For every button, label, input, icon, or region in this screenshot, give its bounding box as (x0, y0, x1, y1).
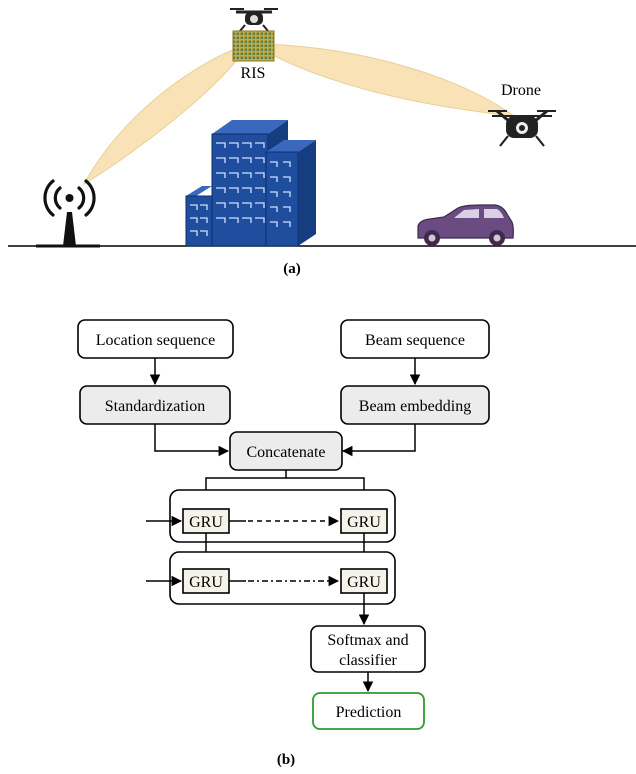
prediction-box (312, 692, 425, 730)
gru-label: GRU (189, 574, 223, 591)
concatenate-label: Concatenate (246, 444, 325, 461)
prediction-label: Prediction (336, 704, 402, 721)
drone-icon (230, 8, 278, 32)
location-sequence-label: Location sequence (96, 332, 216, 349)
ris-label: RIS (241, 65, 266, 82)
gru-label: GRU (347, 514, 381, 531)
building-icon (185, 120, 316, 247)
standardization-label: Standardization (105, 398, 205, 415)
gru-cell-2-1 (182, 568, 230, 594)
scenario-illustration: RIS Drone (8, 8, 636, 277)
drone-label: Drone (501, 82, 541, 99)
caption-a: (a) (283, 261, 301, 277)
drone-icon (488, 109, 556, 147)
caption-b: (b) (277, 752, 295, 768)
gru-flowchart: Location sequence Beam sequence Standard… (77, 319, 490, 768)
beam-sequence-label: Beam sequence (365, 332, 465, 349)
cell-tower-icon (36, 179, 100, 248)
ris-panel (232, 30, 275, 62)
gru-cell-2-2 (340, 568, 388, 594)
beam-embedding-label: Beam embedding (359, 398, 471, 415)
softmax-label-line1: Softmax and (327, 632, 408, 649)
gru-label: GRU (347, 574, 381, 591)
gru-cell-1-1 (182, 508, 230, 534)
car-icon (417, 204, 514, 246)
gru-cell-1-2 (340, 508, 388, 534)
beam-ris-to-drone (250, 43, 516, 117)
gru-label: GRU (189, 514, 223, 531)
softmax-label-line2: classifier (339, 652, 397, 669)
